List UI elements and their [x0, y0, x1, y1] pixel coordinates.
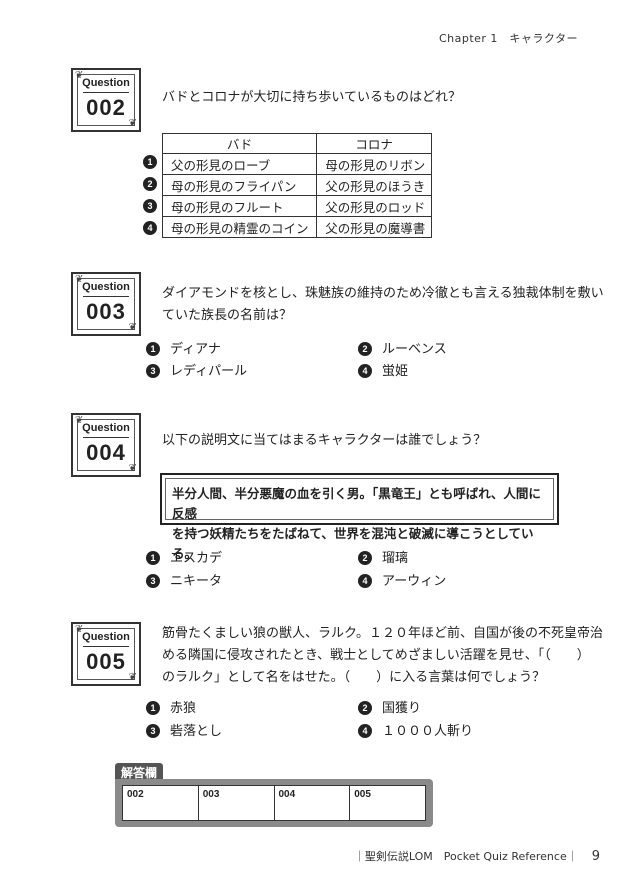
row-number-3: 3 — [143, 199, 157, 213]
ornament-icon: ❦ — [75, 70, 84, 81]
option-cell: 母の形見のフルート — [161, 195, 318, 217]
page-footer: ｜聖剣伝説LOM Pocket Quiz Reference｜ 9 — [354, 848, 600, 864]
table-header-corona: コロナ — [316, 133, 432, 154]
option-cell: 母の形見の精霊のコイン — [161, 216, 318, 238]
answer-sheet-title: 解答欄 — [115, 763, 163, 783]
page-number: 9 — [591, 849, 600, 864]
row-number-1: 1 — [143, 155, 157, 169]
option-cell: 父の形見のロッド — [316, 195, 432, 217]
question-text-003-line2: ていた族長の名前は？ — [162, 308, 293, 323]
answer-cell-003[interactable]: 003 — [199, 786, 275, 820]
question-label: Question — [82, 422, 130, 434]
question-label: Question — [82, 281, 130, 293]
options-table-002: バド コロナ 父の形見のローブ母の形見のリボン 母の形見のフライパン父の形見のほ… — [161, 133, 432, 238]
description-line: 半分人間、半分悪魔の血を引く男。「黒竜王」とも呼ばれ、人間に反感 — [172, 486, 541, 521]
option-cell: 父の形見のほうき — [316, 174, 432, 196]
question-number: 004 — [86, 440, 126, 465]
ornament-icon: ❦ — [128, 322, 137, 333]
question-text-005-line1: 筋骨たくましい狼の獣人、ラルク。１２０年ほど前、自国が後の不死皇帝治 — [162, 626, 603, 641]
ornament-icon: ❦ — [128, 463, 137, 474]
answer-cell-002[interactable]: 002 — [123, 786, 199, 820]
table-header-bud: バド — [161, 133, 318, 154]
row-number-2: 2 — [143, 177, 157, 191]
question-text-003-line1: ダイアモンドを核とし、珠魅族の維持のため冷徹とも言える独裁体制を敷い — [162, 286, 604, 301]
answer-sheet: 002 003 004 005 — [115, 779, 433, 827]
option-cell: 父の形見の魔導書 — [316, 216, 432, 238]
option-cell: 父の形見のローブ — [161, 153, 318, 175]
question-badge-005: ❦ ❦ Question 005 — [71, 622, 141, 686]
question-text-004: 以下の説明文に当てはまるキャラクターは誰でしょう？ — [162, 433, 487, 448]
description-line: を持つ妖精たちをたばねて、世界を混沌と破滅に導こうとしている。 — [172, 526, 534, 561]
question-label: Question — [82, 631, 130, 643]
answer-cell-005[interactable]: 005 — [354, 789, 371, 800]
ornament-icon: ❦ — [75, 274, 84, 285]
question-label: Question — [82, 77, 130, 89]
chapter-header: Chapter 1 キャラクター — [438, 32, 578, 45]
ornament-icon: ❦ — [75, 415, 84, 426]
answer-cell-004[interactable]: 004 — [275, 786, 351, 820]
row-number-4: 4 — [143, 221, 157, 235]
question-number: 002 — [86, 95, 126, 120]
option-cell: 母の形見のフライパン — [161, 174, 318, 196]
question-number: 003 — [86, 299, 126, 324]
question-text-005-line2: める隣国に侵攻されたとき、戦士としてめざましい活躍を見せ、「（ ） — [162, 648, 590, 663]
ornament-icon: ❦ — [75, 624, 84, 635]
ornament-icon: ❦ — [128, 118, 137, 129]
description-box-004: 半分人間、半分悪魔の血を引く男。「黒竜王」とも呼ばれ、人間に反感 を持つ妖精たち… — [160, 473, 559, 561]
question-badge-003: ❦ ❦ Question 003 — [71, 272, 141, 336]
question-text-002: バドとコロナが大切に持ち歩いているものはどれ？ — [162, 90, 462, 105]
question-badge-004: ❦ ❦ Question 004 — [71, 413, 141, 477]
book-title: ｜聖剣伝説LOM Pocket Quiz Reference｜ — [353, 850, 578, 863]
question-text-005-line3: のラルク」として名をはせた。（ ）に入る言葉は何でしょう？ — [162, 670, 546, 685]
ornament-icon: ❦ — [128, 672, 137, 683]
option-cell: 母の形見のリボン — [316, 153, 432, 175]
question-number: 005 — [86, 649, 126, 674]
question-badge-002: ❦ ❦ Question 002 — [71, 68, 141, 132]
